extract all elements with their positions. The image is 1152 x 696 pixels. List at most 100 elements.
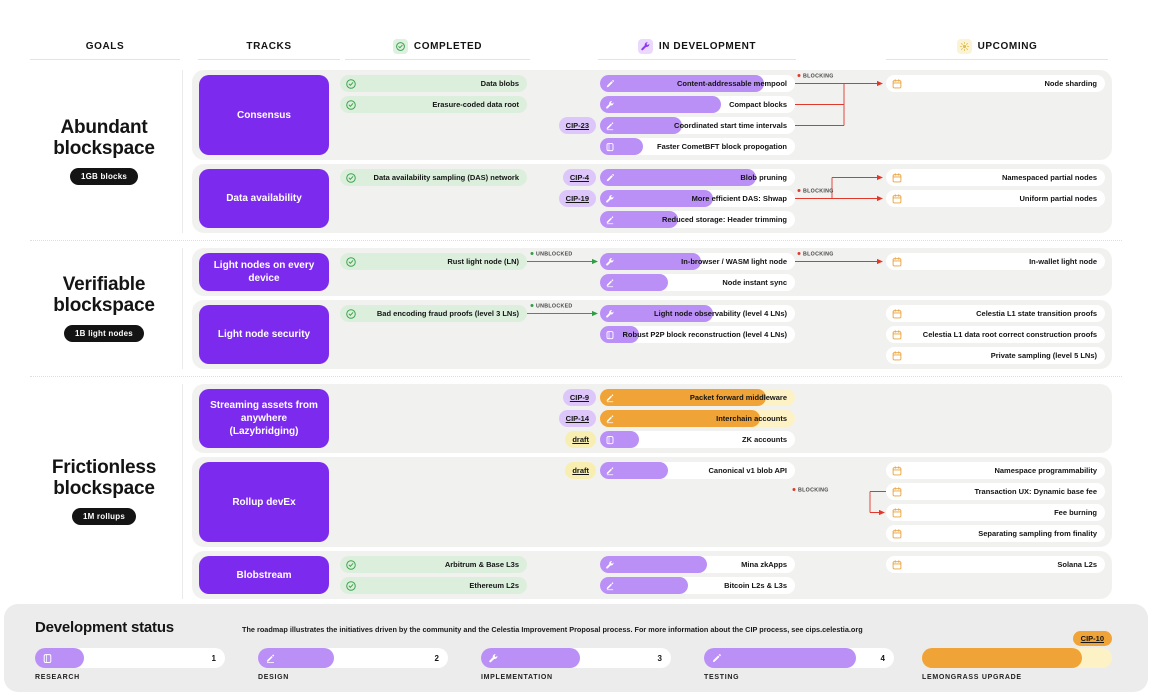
calendar-icon [891, 350, 903, 362]
cip-badge[interactable]: CIP-9 [562, 389, 596, 406]
check-circle-icon [345, 78, 357, 90]
track-box-lazybridging: Streaming assets from anywhere (Lazybrid… [199, 389, 329, 448]
check-circle-icon [345, 559, 357, 571]
progress-fill [600, 138, 643, 155]
cip-badge[interactable]: CIP-4 [562, 169, 596, 186]
column-header-label: UPCOMING [977, 41, 1038, 52]
blocking-dot [792, 488, 796, 491]
item-label: Packet forward middleware [689, 393, 787, 402]
blocking-dot [797, 252, 801, 255]
item-label: Separating sampling from finality [978, 529, 1097, 538]
column-header-in-development: IN DEVELOPMENT [598, 34, 796, 60]
item-label: Reduced storage: Header trimming [661, 215, 787, 224]
research-icon [605, 330, 615, 340]
column-header-completed: COMPLETED [345, 34, 530, 60]
goal-frictionless-blockspace: Frictionless blockspace 1M rollups [28, 384, 180, 599]
calendar-icon [891, 465, 903, 477]
upcoming-pill: Node sharding [886, 75, 1105, 92]
item-label: Solana L2s [1057, 560, 1097, 569]
item-label: More efficient DAS: Shwap [691, 194, 787, 203]
track-row-rollup-devex: Rollup devEx draft Canonical v1 blob API… [192, 457, 1112, 547]
testing-pen-icon [711, 653, 722, 664]
dev-item: Light node observability (level 4 LNs) [545, 305, 795, 322]
track-box-consensus: Consensus [199, 75, 329, 155]
dev-pill: In-browser / WASM light node [600, 253, 795, 270]
progress-fill [922, 648, 1082, 668]
draft-badge[interactable]: draft [565, 431, 596, 448]
column-header-upcoming: UPCOMING [886, 34, 1108, 60]
stage-number: 2 [434, 653, 439, 663]
item-label: In-browser / WASM light node [681, 257, 787, 266]
calendar-icon [891, 559, 903, 571]
check-circle-icon [345, 172, 357, 184]
dev-pill: More efficient DAS: Shwap [600, 190, 795, 207]
dev-pill: Canonical v1 blob API [600, 462, 795, 479]
completed-pill: Data blobs [340, 75, 527, 92]
completed-pill: Rust light node (LN) [340, 253, 527, 270]
design-pencil-icon [605, 581, 615, 591]
dev-item: Compact blocks [545, 96, 795, 113]
dev-item: Mina zkApps [545, 556, 795, 573]
legend-caption: The roadmap illustrates the initiatives … [242, 625, 863, 634]
cip-badge[interactable]: CIP-14 [558, 410, 596, 427]
blocking-label: BLOCKING [798, 488, 829, 494]
dev-pill-lemongrass: Packet forward middleware [600, 389, 795, 406]
stage-number: 4 [880, 653, 885, 663]
progress-fill [600, 274, 669, 291]
upcoming-pill: Celestia L1 state transition proofs [886, 305, 1105, 322]
item-label: Namespaced partial nodes [1001, 173, 1097, 182]
upcoming-pill: Private sampling (level 5 LNs) [886, 347, 1105, 364]
progress-fill [481, 648, 580, 668]
design-pencil-icon [605, 121, 615, 131]
item-label: Data availability sampling (DAS) network [373, 173, 519, 182]
section-dotted-divider [30, 376, 1122, 377]
completed-pill: Data availability sampling (DAS) network [340, 169, 527, 186]
progress-fill [600, 253, 702, 270]
dev-pill: Reduced storage: Header trimming [600, 211, 795, 228]
completed-pill: Ethereum L2s [340, 577, 527, 594]
legend-pill: 4 [704, 648, 894, 668]
sun-icon [956, 39, 972, 54]
track-box-blobstream: Blobstream [199, 556, 329, 594]
dev-item: CIP-23 Coordinated start time intervals [545, 117, 795, 134]
item-label: Fee burning [1054, 508, 1097, 517]
item-label: Blob pruning [740, 173, 787, 182]
item-label: Light node observability (level 4 LNs) [654, 309, 787, 318]
item-label: Mina zkApps [741, 560, 787, 569]
unblocked-dot [530, 304, 534, 307]
progress-fill [600, 389, 766, 406]
item-label: Erasure-coded data root [432, 100, 519, 109]
wrench-icon [605, 257, 615, 267]
progress-fill [600, 169, 756, 186]
dev-item: Content-addressable mempool [545, 75, 795, 92]
track-row-data-availability: Data availability Data availability samp… [192, 164, 1112, 233]
check-circle-icon [345, 308, 357, 320]
item-label: Bad encoding fraud proofs (level 3 LNs) [376, 309, 519, 318]
dev-pill: Node instant sync [600, 274, 795, 291]
legend-stage-testing: 4 TESTING [704, 648, 894, 681]
progress-fill [600, 96, 721, 113]
blocking-label: BLOCKING [803, 189, 834, 195]
legend-stage-design: 2 DESIGN [258, 648, 448, 681]
item-label: Node sharding [1044, 79, 1097, 88]
column-header-label: TRACKS [246, 41, 292, 52]
dev-pill: Coordinated start time intervals [600, 117, 795, 134]
legend-pill: 2 [258, 648, 448, 668]
research-icon [605, 142, 615, 152]
progress-fill [600, 462, 669, 479]
development-status-legend: Development status The roadmap illustrat… [4, 604, 1148, 692]
legend-stage-label: LEMONGRASS UPGRADE [922, 674, 1022, 681]
item-label: Ethereum L2s [469, 581, 519, 590]
progress-fill [600, 431, 639, 448]
cip-badge[interactable]: CIP-10 [1072, 631, 1112, 646]
dev-pill: ZK accounts [600, 431, 795, 448]
wrench-icon [605, 309, 615, 319]
column-header-label: GOALS [85, 41, 125, 52]
check-circle-icon [345, 580, 357, 592]
cip-badge[interactable]: CIP-19 [558, 190, 596, 207]
research-icon [605, 435, 615, 445]
design-pencil-icon [605, 278, 615, 288]
draft-badge[interactable]: draft [565, 462, 596, 479]
cip-badge[interactable]: CIP-23 [558, 117, 596, 134]
